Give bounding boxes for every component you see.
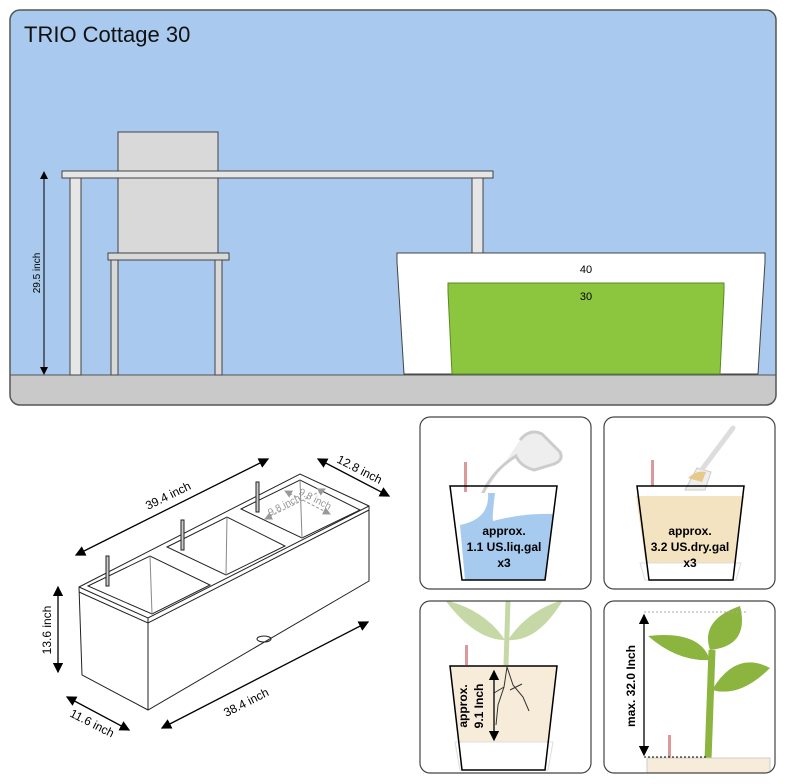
page-title: TRIO Cottage 30 [24, 22, 190, 47]
room-scene: 29.5 inch 40 30 [10, 10, 776, 405]
height-label: 13.6 inch [40, 606, 54, 655]
bottom-width-label: 11.6 inch [68, 706, 117, 740]
soil-approx-label: approx. [668, 524, 711, 538]
water-volume-label: 1.1 US.liq.gal [467, 540, 542, 554]
max-height-label: max. 32.0 Inch [624, 645, 638, 727]
root-depth-panel: approx. 9.1 Inch [419, 600, 592, 774]
water-multiplier-label: x3 [497, 556, 511, 570]
bottom-length-label: 38.4 inch [221, 685, 271, 720]
soil-capacity-panel: approx. 3.2 US.dry.gal x3 [603, 416, 776, 590]
water-capacity-panel: approx. 1.1 US.liq.gal x3 [419, 416, 592, 590]
planter-inner-label: 30 [580, 291, 592, 303]
plant-height-panel: max. 32.0 Inch [603, 600, 776, 774]
top-width-label: 12.8 inch [335, 452, 385, 487]
chair [107, 131, 230, 376]
soil-multiplier-label: x3 [683, 556, 697, 570]
dimension-arrows [52, 458, 391, 731]
table-height-label: 29.5 inch [32, 253, 43, 294]
water-approx-label: approx. [482, 524, 525, 538]
roots-depth-label: 9.1 Inch [472, 684, 486, 729]
planter-outer-label: 40 [580, 264, 592, 276]
soil-volume-label: 3.2 US.dry.gal [651, 540, 729, 554]
roots-approx-label: approx. [456, 684, 470, 727]
top-length-label: 39.4 inch [143, 479, 193, 513]
planter-green-30: 30 [447, 282, 725, 375]
